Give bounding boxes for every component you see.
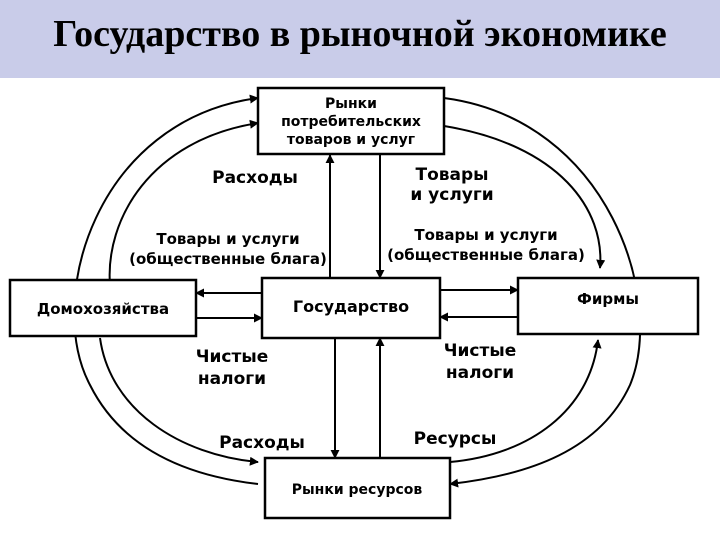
label-public-goods-left-line-1: Товары и услуги	[156, 230, 299, 248]
arc-left-outer	[73, 94, 259, 485]
resource-markets-box: Рынки ресурсов	[263, 456, 452, 520]
households-box: Домохозяйства	[8, 278, 198, 338]
arc-left-lower-inner	[99, 337, 259, 466]
label-net-taxes-right-line-1: Чистые	[444, 341, 516, 361]
label-public-goods-right-line-2: (общественные блага)	[387, 246, 585, 264]
state-label: Государство	[293, 297, 409, 316]
label-goods-top-line-2: и услуги	[410, 185, 493, 205]
arc-right-outer	[443, 97, 642, 488]
label-goods-top-line-1: Товары	[415, 165, 488, 185]
consumer-markets-line-2: потребительских	[281, 114, 421, 130]
firms-label: Фирмы	[577, 290, 639, 308]
arc-right-lower-inner	[449, 339, 602, 463]
label-resources: Ресурсы	[414, 429, 497, 449]
households-label: Домохозяйства	[37, 300, 169, 318]
consumer-markets-line-1: Рынки	[325, 96, 377, 112]
arc-right-inner	[443, 125, 606, 269]
consumer-markets-box: Рынки потребительских товаров и услуг	[256, 86, 446, 156]
label-spending-bottom: Расходы	[219, 433, 305, 453]
label-net-taxes-left-line-2: налоги	[198, 369, 266, 389]
arc-left-inner	[108, 119, 259, 286]
label-public-goods-left-line-2: (общественные блага)	[129, 250, 327, 268]
label-net-taxes-right-line-2: налоги	[446, 363, 514, 383]
label-public-goods-right-line-1: Товары и услуги	[414, 226, 557, 244]
consumer-markets-line-3: товаров и услуг	[287, 132, 415, 148]
page-title: Государство в рыночной экономике	[53, 13, 667, 55]
resource-markets-label: Рынки ресурсов	[292, 482, 423, 498]
title-band	[0, 0, 720, 78]
label-spending-top: Расходы	[212, 168, 298, 188]
state-box: Государство	[260, 276, 442, 340]
label-net-taxes-left-line-1: Чистые	[196, 347, 268, 367]
firms-box: Фирмы	[516, 276, 700, 336]
